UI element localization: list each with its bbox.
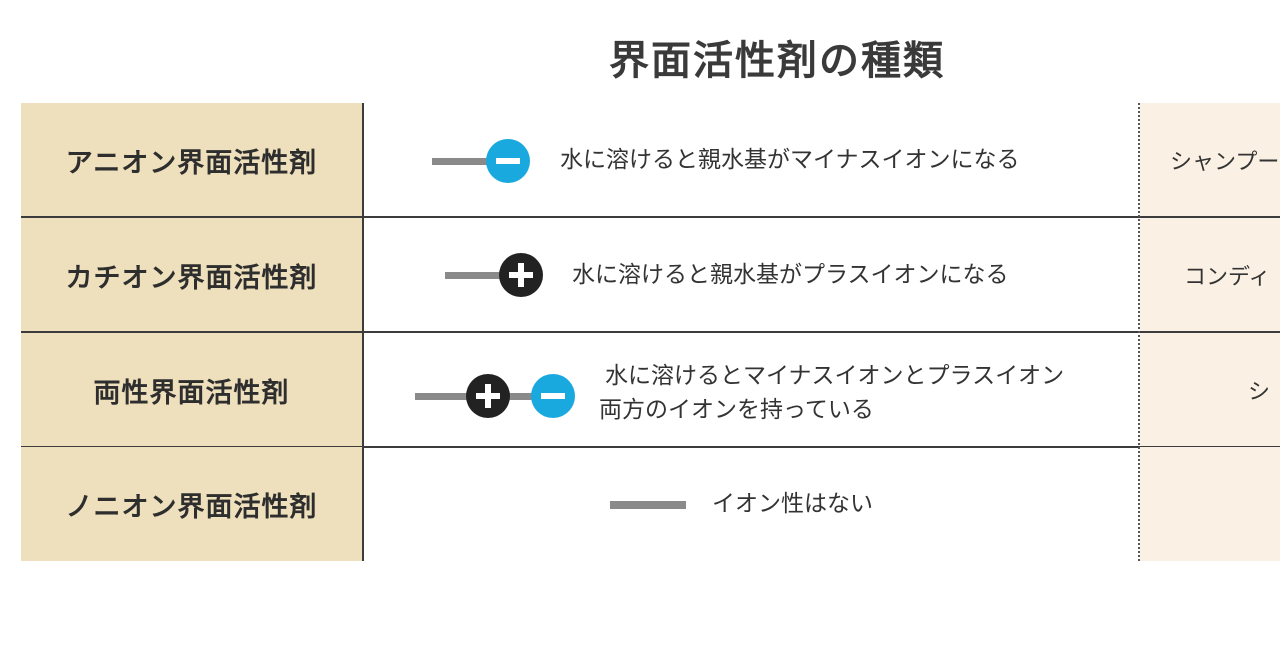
row-example-cell-amphoteric: シ — [1140, 333, 1280, 447]
table-row-nonionic: ノニオン界面活性剤 イオン性はない — [21, 447, 1280, 561]
plus-minus-icon — [415, 374, 575, 418]
no-ion-icon — [610, 501, 686, 509]
table-row-anionic: アニオン界面活性剤 水に溶けると親水基がマイナスイオンになる シャンプー — [21, 103, 1280, 218]
row-name-cationic: カチオン界面活性剤 — [21, 218, 362, 332]
minus-icon — [432, 139, 530, 183]
row-name-nonionic: ノニオン界面活性剤 — [21, 447, 362, 561]
row-name-anionic: アニオン界面活性剤 — [21, 103, 362, 217]
row-desc-amphoteric-line2: 両方のイオンを持っている — [599, 397, 874, 423]
surfactant-table: アニオン界面活性剤 水に溶けると親水基がマイナスイオンになる シャンプー カチオ… — [21, 103, 1280, 561]
row-desc-nonionic: イオン性はない — [712, 491, 873, 517]
page-title: 界面活性剤の種類 — [609, 38, 945, 84]
row-name-amphoteric: 両性界面活性剤 — [21, 333, 362, 447]
row-desc-anionic: 水に溶けると親水基がマイナスイオンになる — [560, 147, 1020, 173]
table-row-amphoteric: 両性界面活性剤 水に溶けるとマイナスイオンとプラスイオン 両方のイオンを持ってい… — [21, 333, 1280, 448]
plus-icon — [445, 253, 543, 297]
row-example-amphoteric: シ — [1248, 380, 1271, 405]
row-example-cationic: コンディ — [1184, 265, 1271, 290]
row-example-anionic: シャンプー — [1170, 150, 1280, 175]
row-desc-cationic: 水に溶けると親水基がプラスイオンになる — [572, 262, 1009, 288]
row-example-cell-nonionic — [1140, 447, 1280, 561]
row-example-cell-cationic: コンディ — [1140, 218, 1280, 332]
dotted-column-divider — [1138, 103, 1140, 561]
table-row-cationic: カチオン界面活性剤 水に溶けると親水基がプラスイオンになる コンディ — [21, 218, 1280, 333]
column-divider — [362, 103, 364, 561]
row-example-cell-anionic: シャンプー — [1140, 103, 1280, 217]
row-desc-amphoteric-line1: 水に溶けるとマイナスイオンとプラスイオン — [605, 363, 1065, 389]
